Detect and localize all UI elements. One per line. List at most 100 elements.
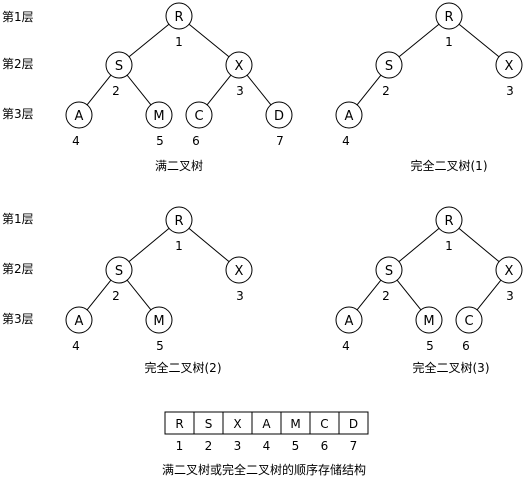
node-index: 4 [72,339,80,353]
array-index: 3 [234,439,242,453]
tree-edge [398,227,440,263]
node-circle [225,256,253,284]
node-circle [185,101,213,129]
tree-edge [356,279,382,311]
tree-edge [476,279,502,311]
node-label: A [75,109,84,124]
node-circle [435,2,463,30]
array-cell [338,411,369,435]
node-index: 2 [382,289,390,303]
array-index: 6 [321,439,329,453]
node-label: S [115,59,123,74]
node-circle [335,306,363,334]
array-index: 4 [263,439,271,453]
node-label: A [345,109,354,124]
node-label: R [174,214,183,229]
tree-node: R1 [435,2,463,49]
array-cell-value: C [320,417,328,431]
node-index: 7 [276,134,284,148]
node-label: R [444,214,453,229]
node-index: 3 [506,84,514,98]
tree-node: X3 [225,256,253,303]
tree-caption-complete-1: 完全二叉树(1) [411,158,488,173]
node-circle [335,101,363,129]
node-index: 1 [175,35,183,49]
array-index: 5 [292,439,300,453]
node-circle [145,101,173,129]
tree-edge [188,23,230,58]
node-label: C [464,314,473,329]
node-label: S [115,264,123,279]
node-circle [145,306,173,334]
node-label: A [75,314,84,329]
array-index: 1 [176,439,184,453]
tree-node: S2 [375,51,403,98]
array-index: 2 [205,439,213,453]
node-index: 3 [236,84,244,98]
node-circle [495,51,523,79]
node-circle [375,51,403,79]
node-circle [415,306,443,334]
node-index: 4 [342,134,350,148]
tree-caption-full: 满二叉树 [155,158,203,173]
tree-node: C6 [455,306,483,353]
tree-edge [86,279,112,311]
node-label: D [274,109,284,124]
tree-edge [126,74,152,106]
node-label: X [235,264,244,279]
node-label: X [505,264,514,279]
tree-node: X3 [495,256,523,303]
tree-node: X3 [225,51,253,98]
tree-edge [458,23,500,58]
storage-caption: 满二叉树或完全二叉树的顺序存储结构 [162,462,366,477]
tree-node: A4 [65,306,93,353]
node-circle [265,101,293,129]
node-index: 4 [342,339,350,353]
node-index: 3 [506,289,514,303]
array-cell-value: D [349,417,358,431]
level-label-2-top: 第2层 [2,57,34,71]
array-cell-value: X [233,417,241,431]
level-label-2-bottom: 第2层 [2,262,34,276]
node-circle [225,51,253,79]
node-circle [105,51,133,79]
level-label-1-top: 第1层 [2,10,34,24]
node-label: S [385,264,393,279]
node-circle [65,101,93,129]
tree-edge [188,227,230,263]
tree-node: A4 [335,306,363,353]
tree-edge [206,74,232,106]
node-label: M [423,314,434,329]
node-index: 6 [462,339,470,353]
node-index: 3 [236,289,244,303]
node-circle [435,206,463,234]
tree-edge [356,74,382,106]
level-label-3-top: 第3层 [2,107,34,121]
tree-node: D7 [265,101,293,148]
node-label: A [345,314,354,329]
tree-node: X3 [495,51,523,98]
node-index: 5 [156,339,164,353]
node-circle [105,256,133,284]
node-index: 1 [175,239,183,253]
node-index: 2 [112,84,120,98]
node-index: 1 [445,239,453,253]
node-circle [375,256,403,284]
tree-node: A4 [65,101,93,148]
level-label-3-bottom: 第3层 [2,312,34,326]
node-circle [165,206,193,234]
tree-edge [86,74,112,106]
tree-node: M5 [145,101,173,148]
tree-node: C6 [185,101,213,148]
node-index: 4 [72,134,80,148]
tree-edge [398,23,440,58]
array-cell-value: A [262,417,271,431]
array-cell-value: R [175,417,183,431]
tree-edge [458,227,500,263]
tree-caption-complete-3: 完全二叉树(3) [413,360,490,375]
array-cell-value: S [205,417,213,431]
tree-caption-complete-2: 完全二叉树(2) [145,360,222,375]
